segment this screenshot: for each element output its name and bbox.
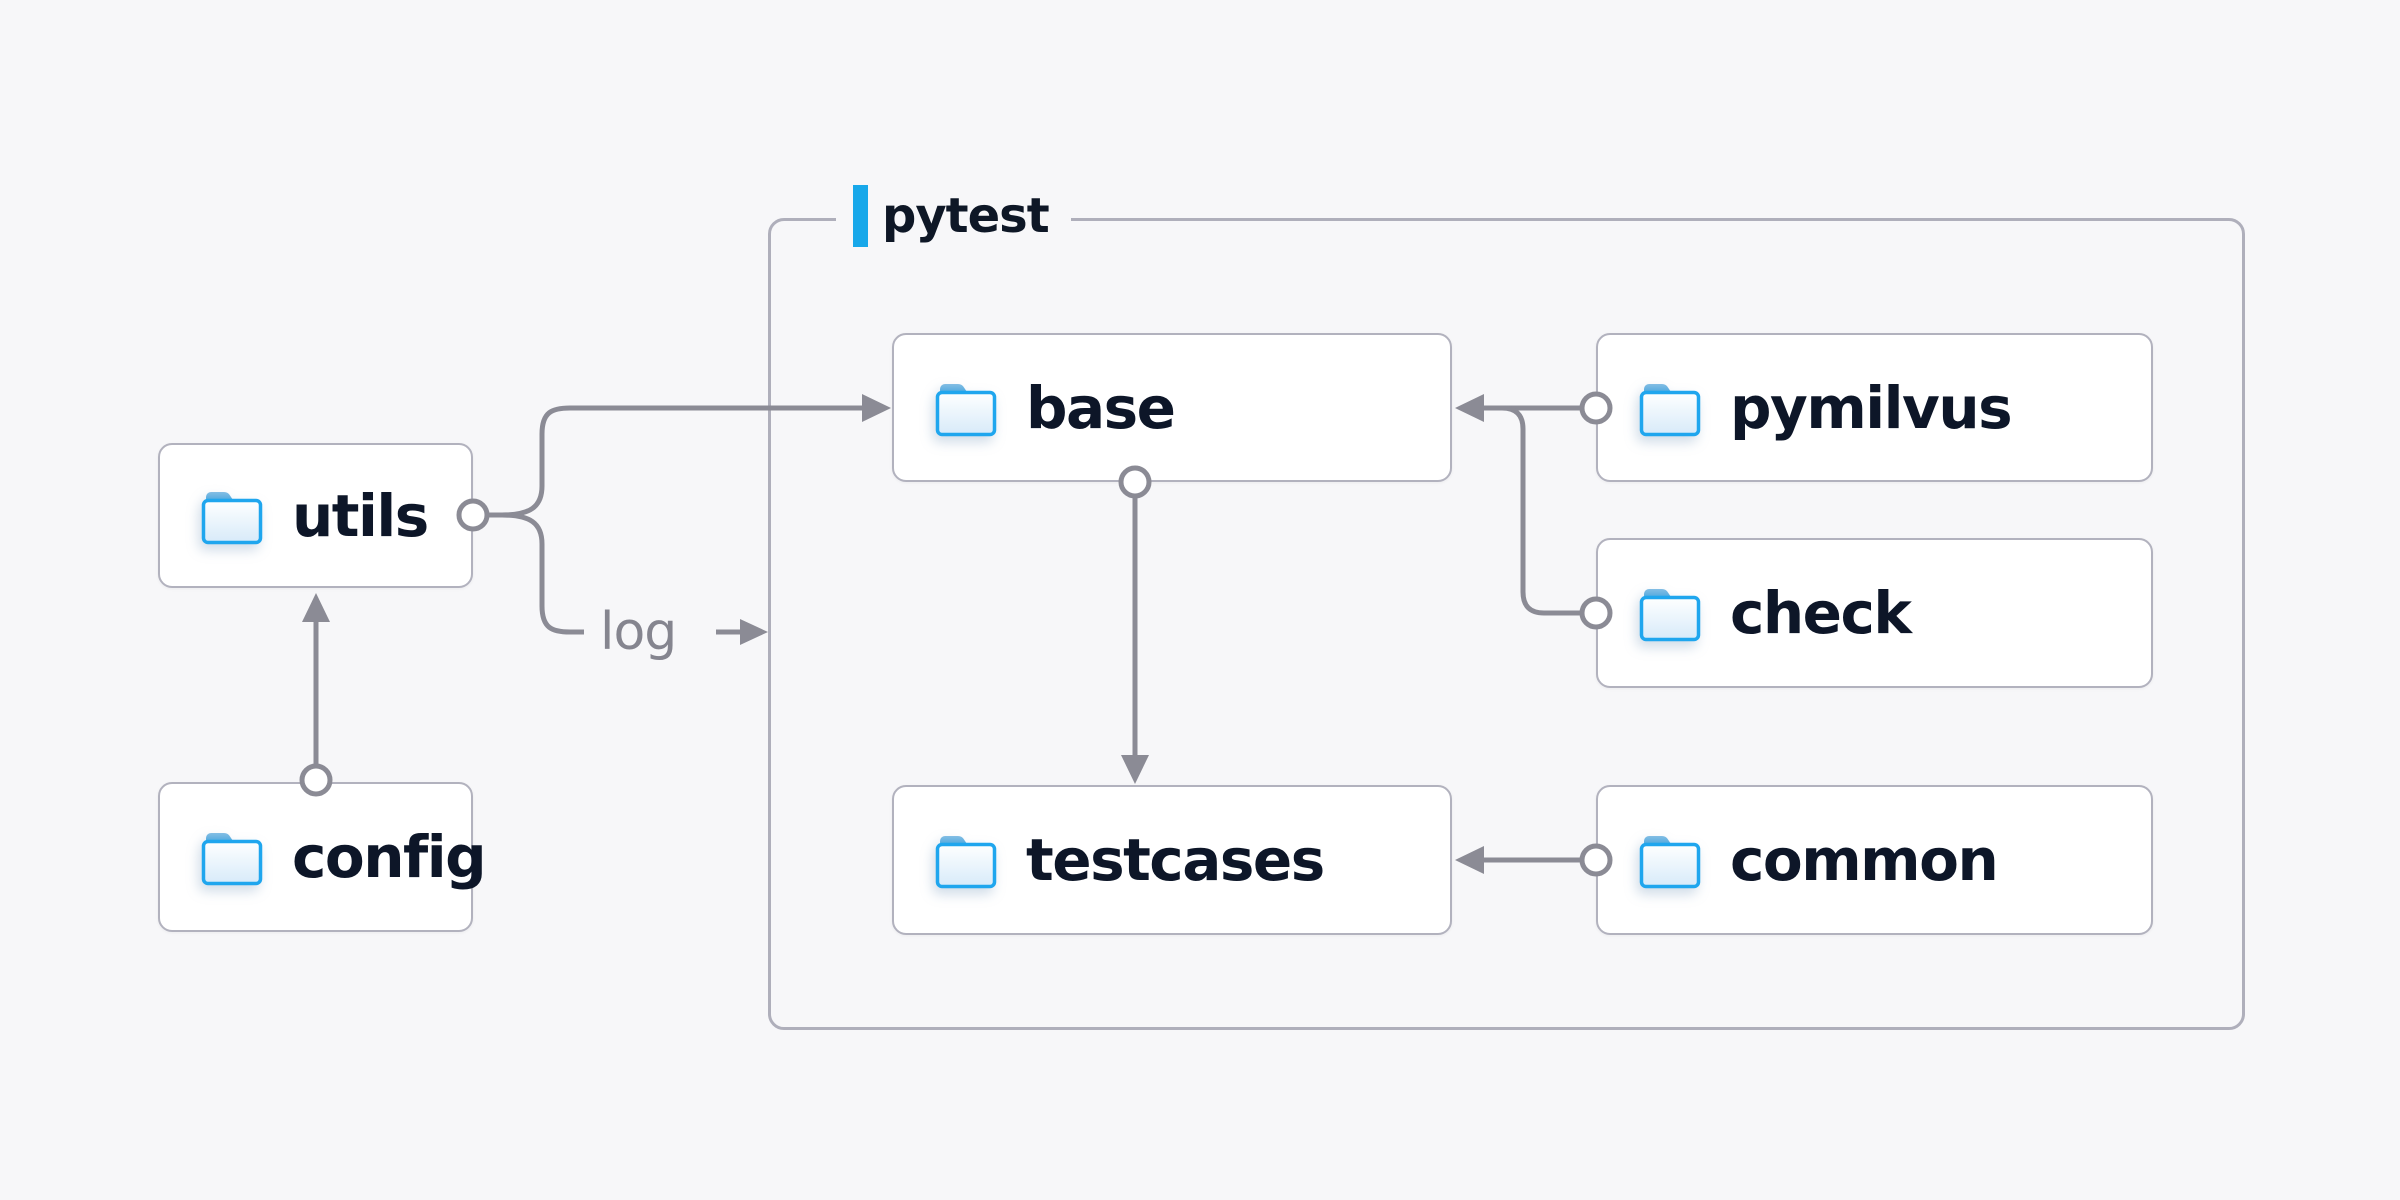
node-label: testcases xyxy=(1026,826,1325,894)
pytest-group-label: pytest xyxy=(836,184,1071,248)
edge-label-log: log xyxy=(600,602,677,662)
pytest-group xyxy=(768,218,2245,1030)
node-label: common xyxy=(1730,826,1999,894)
folder-icon xyxy=(201,833,263,886)
node-common: common xyxy=(1596,785,2153,935)
folder-icon xyxy=(201,491,263,544)
arrowhead-right-log xyxy=(740,619,768,645)
node-utils: utils xyxy=(158,443,473,588)
node-testcases: testcases xyxy=(892,785,1452,935)
pytest-group-title: pytest xyxy=(882,188,1050,244)
node-label: base xyxy=(1026,373,1176,442)
accent-bar xyxy=(853,185,868,247)
node-label: pymilvus xyxy=(1730,373,2013,442)
node-pymilvus: pymilvus xyxy=(1596,333,2153,482)
arrowhead-up-utils xyxy=(302,593,330,622)
edge-utils-log xyxy=(489,512,584,635)
node-label: utils xyxy=(292,481,429,550)
node-label: config xyxy=(292,823,487,891)
node-label: check xyxy=(1730,579,1912,647)
node-base: base xyxy=(892,333,1452,482)
folder-icon xyxy=(1639,589,1701,642)
node-check: check xyxy=(1596,538,2153,688)
folder-icon xyxy=(935,836,997,889)
folder-icon xyxy=(1639,836,1701,889)
node-config: config xyxy=(158,782,487,932)
folder-icon xyxy=(1639,383,1701,436)
folder-icon xyxy=(935,383,997,436)
